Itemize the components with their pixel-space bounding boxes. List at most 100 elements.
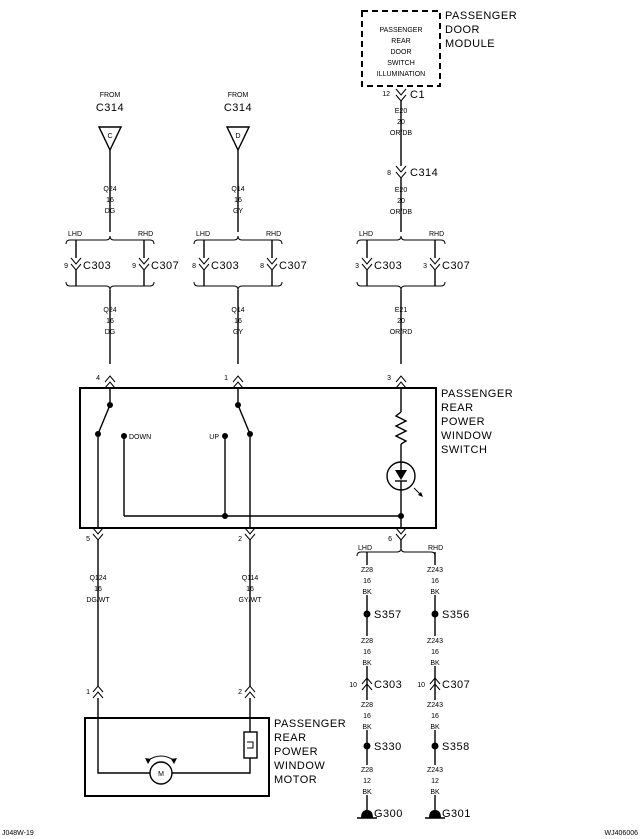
switch-up-label: UP (209, 434, 219, 441)
split-mid-lhd: LHD (196, 231, 210, 238)
module-inner-line-5: ILLUMINATION (377, 71, 426, 78)
lhd-c-label: C303 (374, 679, 402, 691)
split-mid-pin-b: 8 (260, 263, 264, 270)
rhd-w3-circuit: Z243 (427, 702, 443, 709)
motor-icon (149, 761, 173, 785)
c314-connector-icon (395, 165, 407, 179)
lhd-c303-connector-icon (361, 677, 373, 691)
split-left-rhd: RHD (138, 231, 153, 238)
lhd-ground: G300 (374, 808, 403, 820)
lhd-w2-gauge: 16 (363, 649, 371, 656)
lhd-splice-2: S330 (374, 741, 402, 753)
module-connector-label: C1 (410, 89, 425, 101)
motor-title-line-4: WINDOW (274, 760, 325, 772)
module-inner-line-4: SWITCH (387, 60, 415, 67)
split-left-pin-a: 9 (64, 263, 68, 270)
lhd-splice-1: S357 (374, 609, 402, 621)
switch-pin-5: 5 (86, 536, 90, 543)
switch-pin-4: 4 (96, 375, 100, 382)
wire-q14-b-gauge: 16 (234, 318, 242, 325)
rhd-c-pin: 10 (417, 682, 425, 689)
split-left-pin-b: 9 (132, 263, 136, 270)
rhd-w1-color: BK (430, 589, 440, 596)
switch-title-line-3: POWER (441, 416, 485, 428)
motor-symbol: M (158, 771, 164, 778)
module-inner-line-3: DOOR (391, 49, 412, 56)
rhd-w1-circuit: Z243 (427, 567, 443, 574)
module-inner-line-1: PASSENGER (379, 27, 422, 34)
wire-q14-b-circuit: Q14 (231, 307, 244, 314)
lhd-w1-circuit: Z28 (361, 567, 373, 574)
passenger-rear-power-window-motor: 1 2 PASSENGER REAR POWER WINDOW MOTOR M (84, 685, 346, 797)
split-right-pin-a: 3 (355, 263, 359, 270)
motor-title-line-1: PASSENGER (274, 718, 346, 730)
rhd-w4-color: BK (430, 789, 440, 796)
motor-title-line-3: POWER (274, 746, 318, 758)
from-mid-connector: C314 (224, 102, 252, 114)
wire-q14-a-color: GY (233, 208, 243, 215)
wire-e21-circuit: E21 (395, 307, 408, 314)
wire-q114-gauge: 16 (246, 586, 254, 593)
splice-s356-icon (431, 610, 439, 618)
split-mid-label-a: C303 (211, 260, 239, 272)
lhd-w3-gauge: 16 (363, 713, 371, 720)
wire-q24-a-color: DG (105, 208, 116, 215)
from-c314-left: FROM C314 C Q24 16 DG (96, 92, 124, 232)
split-mid-pin-a: 8 (192, 263, 196, 270)
wires-to-switch: Q24 16 DG Q14 16 GY E21 20 OR/RD (103, 290, 412, 364)
c303-mid-connector-icon (198, 257, 210, 271)
splice-s330-icon (363, 742, 371, 750)
wire-q24-a-circuit: Q24 (103, 186, 116, 193)
switch-pin-1: 1 (224, 375, 228, 382)
wire-q124-circuit: Q124 (89, 575, 106, 582)
wire-q24-b-color: DG (105, 329, 116, 336)
split-left-lhd: LHD (68, 231, 82, 238)
from-mid-pin: D (235, 133, 240, 140)
lhd-w3-color: BK (362, 724, 372, 731)
connector-c1-icon (395, 88, 407, 102)
c307-right-connector-icon (429, 257, 441, 271)
split-right-label-b: C307 (442, 260, 470, 272)
wire-q114-color: GY/WT (239, 597, 263, 604)
motor-pin-1: 1 (86, 689, 90, 696)
circuit-breaker-icon (243, 731, 258, 759)
switch-pin-4-connector-icon (104, 375, 116, 389)
c303-right-connector-icon (361, 257, 373, 271)
switch-pin-5-connector-icon (92, 527, 104, 541)
motor-pin-2-connector-icon (244, 685, 256, 699)
wire-e20-b-color: OR/DB (390, 209, 413, 216)
rhd-w2-circuit: Z243 (427, 638, 443, 645)
wire-e20-b-gauge: 20 (397, 198, 405, 205)
rhd-w4-gauge: 12 (431, 778, 439, 785)
module-pin-number: 12 (382, 91, 390, 98)
rhd-w1-gauge: 16 (431, 578, 439, 585)
rhd-w4-circuit: Z243 (427, 767, 443, 774)
switch-pin-2: 2 (238, 536, 242, 543)
module-inner-line-2: REAR (391, 38, 410, 45)
resistor-icon (394, 411, 408, 445)
switch-down-label: DOWN (129, 434, 151, 441)
from-left-connector: C314 (96, 102, 124, 114)
ground-g300-icon (361, 810, 373, 818)
splice-s358-icon (431, 742, 439, 750)
lhd-c-pin: 10 (349, 682, 357, 689)
wire-q124-color: DG/WT (86, 597, 110, 604)
wire-q24-b-circuit: Q24 (103, 307, 116, 314)
splice-s357-icon (363, 610, 371, 618)
rhd-w2-gauge: 16 (431, 649, 439, 656)
passenger-door-module: PASSENGER REAR DOOR SWITCH ILLUMINATION … (361, 10, 517, 102)
switch-title-line-5: SWITCH (441, 444, 487, 456)
switch-title-line-2: REAR (441, 402, 474, 414)
wires-to-motor: Q124 16 DG/WT Q114 16 GY/WT (86, 540, 262, 686)
wire-e20-b-circuit: E20 (395, 187, 408, 194)
ground-lhd-label: LHD (358, 545, 372, 552)
motor-title-line-2: REAR (274, 732, 307, 744)
module-title-line-2: DOOR (445, 24, 480, 36)
lhd-ground-chain: Z28 16 BK S357 Z28 16 BK 10 C303 Z28 16 … (349, 552, 403, 820)
rhd-ground-chain: Z243 16 BK S356 Z243 16 BK 10 C307 Z243 … (417, 552, 470, 820)
c307-mid-connector-icon (266, 257, 278, 271)
split-right-rhd: RHD (429, 231, 444, 238)
motor-pin-2: 2 (238, 689, 242, 696)
split-mid-rhd: RHD (266, 231, 281, 238)
